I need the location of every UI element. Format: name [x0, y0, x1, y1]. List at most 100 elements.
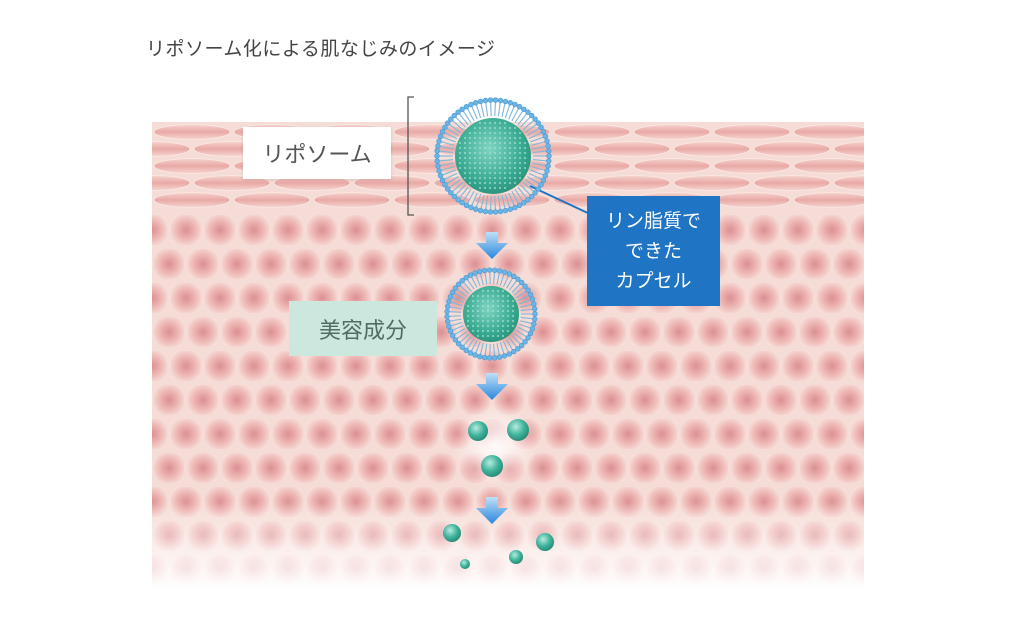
skin-cell — [749, 419, 779, 449]
lipid-head — [436, 168, 442, 174]
skin-cell — [171, 351, 201, 381]
lipid-head — [521, 200, 527, 206]
core-dot — [508, 181, 512, 185]
core-dot — [488, 136, 492, 140]
lipid-head — [512, 204, 518, 211]
lipid-head — [446, 323, 452, 330]
core-dot — [513, 146, 517, 150]
core-dot — [513, 156, 517, 160]
core-dot — [493, 171, 497, 175]
skin-cell — [205, 215, 235, 245]
lipid-head — [492, 97, 499, 103]
core-dot — [481, 304, 485, 308]
core-dot — [463, 176, 467, 180]
core-dot — [496, 294, 500, 298]
lipid-head — [497, 268, 503, 274]
core-dot — [481, 329, 485, 333]
core-dot — [496, 304, 500, 308]
lipid-head — [455, 109, 461, 115]
core-dot — [471, 314, 475, 318]
flat-cell — [793, 158, 864, 174]
core-dot — [458, 141, 462, 145]
core-dot — [491, 334, 495, 338]
flat-cell — [673, 141, 751, 157]
core-dot — [506, 294, 510, 298]
skin-cell — [817, 419, 847, 449]
skin-cell — [152, 283, 167, 313]
lipid-head — [501, 353, 508, 359]
core-dot — [511, 309, 515, 313]
lipid-head — [544, 168, 550, 174]
skin-cell — [426, 249, 456, 279]
core-dot — [486, 329, 490, 333]
core-dot — [486, 299, 490, 303]
core-dot — [523, 156, 527, 160]
capsule-label-line-2: できた — [624, 240, 682, 262]
core-dot — [518, 151, 522, 155]
flat-cell — [153, 158, 231, 174]
core-dot — [503, 141, 507, 145]
skin-cell — [409, 215, 439, 245]
lipid-head — [506, 351, 512, 357]
core-dot — [503, 161, 507, 165]
core-dot — [511, 304, 515, 308]
skin-cell — [528, 385, 558, 415]
lipid-head — [515, 346, 521, 352]
core-dot — [471, 294, 475, 298]
lipid-head — [434, 158, 440, 164]
core-dot — [478, 146, 482, 150]
lipid-head — [436, 138, 442, 144]
skin-cell — [341, 215, 371, 245]
core-dot — [481, 324, 485, 328]
skin-cell — [783, 215, 813, 245]
lipid-head — [444, 308, 450, 315]
core-dot — [478, 126, 482, 130]
flat-cell — [793, 124, 864, 140]
lipid-head — [515, 276, 521, 282]
skin-cell — [188, 317, 218, 347]
core-dot — [503, 166, 507, 170]
lipid-head — [518, 279, 525, 286]
lipid-head — [511, 348, 517, 355]
core-dot — [493, 121, 497, 125]
ingredient-label: 美容成分 — [289, 301, 437, 356]
lipid-head — [477, 98, 484, 105]
core-dot — [498, 176, 502, 180]
core-dot — [471, 309, 475, 313]
lipid-head — [532, 311, 538, 317]
lipid-head — [472, 206, 479, 212]
skin-cell — [426, 385, 456, 415]
skin-cell — [188, 385, 218, 415]
lipid-head — [439, 129, 446, 135]
core-dot — [471, 304, 475, 308]
core-dot — [496, 314, 500, 318]
liposome-label: リポソーム — [243, 127, 391, 179]
core-dot — [483, 126, 487, 130]
skin-cell — [647, 351, 677, 381]
skin-cell — [477, 215, 507, 245]
core-dot — [483, 141, 487, 145]
core-dot — [498, 171, 502, 175]
core-dot — [506, 329, 510, 333]
skin-cell — [409, 419, 439, 449]
skin-cell — [613, 351, 643, 381]
flat-cell — [193, 175, 271, 191]
core-dot — [523, 146, 527, 150]
lipid-head — [472, 352, 478, 358]
flat-cell — [233, 192, 311, 208]
core-dot — [488, 181, 492, 185]
skin-cell — [222, 317, 252, 347]
flat-cell — [633, 158, 711, 174]
core-dot — [488, 166, 492, 170]
lipid-head — [542, 133, 549, 140]
core-dot — [488, 186, 492, 190]
core-dot — [463, 151, 467, 155]
core-dot — [491, 324, 495, 328]
core-dot — [486, 289, 490, 293]
flat-cell — [513, 175, 591, 191]
skin-cell — [273, 419, 303, 449]
core-dot — [508, 176, 512, 180]
lipid-head — [528, 112, 535, 119]
core-dot — [473, 176, 477, 180]
lipid-head — [516, 202, 523, 209]
